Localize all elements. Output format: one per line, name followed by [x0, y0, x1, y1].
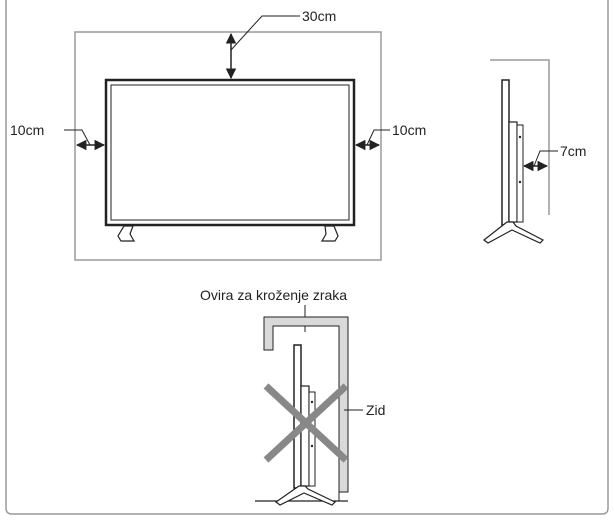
- left-leader-line: [64, 129, 91, 146]
- left-clearance-label: 10cm: [10, 122, 44, 138]
- rear-clearance-frame: [490, 59, 550, 215]
- rear-clearance-label: 7cm: [560, 143, 586, 159]
- side-view: 7cm: [483, 59, 586, 244]
- obstruction-label: Ovira za kroženje zraka: [200, 287, 347, 303]
- wall-alcove: [263, 316, 349, 493]
- tv-foot-right: [320, 225, 339, 242]
- right-leader-line: [366, 129, 390, 146]
- right-clearance-label: 10cm: [392, 122, 426, 138]
- top-clearance-label: 30cm: [302, 8, 336, 24]
- screw-dot: [310, 444, 314, 448]
- top-leader-line: [230, 15, 300, 51]
- tv-alcove-stand: [274, 485, 337, 506]
- front-view: 30cm 10cm 10cm: [10, 8, 426, 261]
- tv-alcove-electronics: [308, 391, 316, 487]
- cross-mark-b: [263, 383, 349, 463]
- tv-side-electronics: [516, 124, 524, 223]
- incorrect-installation: Ovira za kroženje zraka Zid: [200, 287, 385, 506]
- tv-side-stand: [483, 221, 545, 244]
- wall-label: Zid: [366, 402, 385, 418]
- tv-front: [104, 78, 356, 227]
- tv-screen: [110, 84, 350, 221]
- clearance-box: [74, 31, 382, 261]
- tv-side-panel: [501, 79, 510, 226]
- page-border: [5, 0, 609, 515]
- rear-leader-line: [533, 150, 558, 167]
- screw-dot: [518, 135, 522, 139]
- tv-side-back: [508, 121, 518, 223]
- tv-foot-left: [117, 225, 136, 242]
- tv-alcove-back: [300, 385, 310, 487]
- screw-dot: [310, 400, 314, 404]
- screw-dot: [518, 180, 522, 184]
